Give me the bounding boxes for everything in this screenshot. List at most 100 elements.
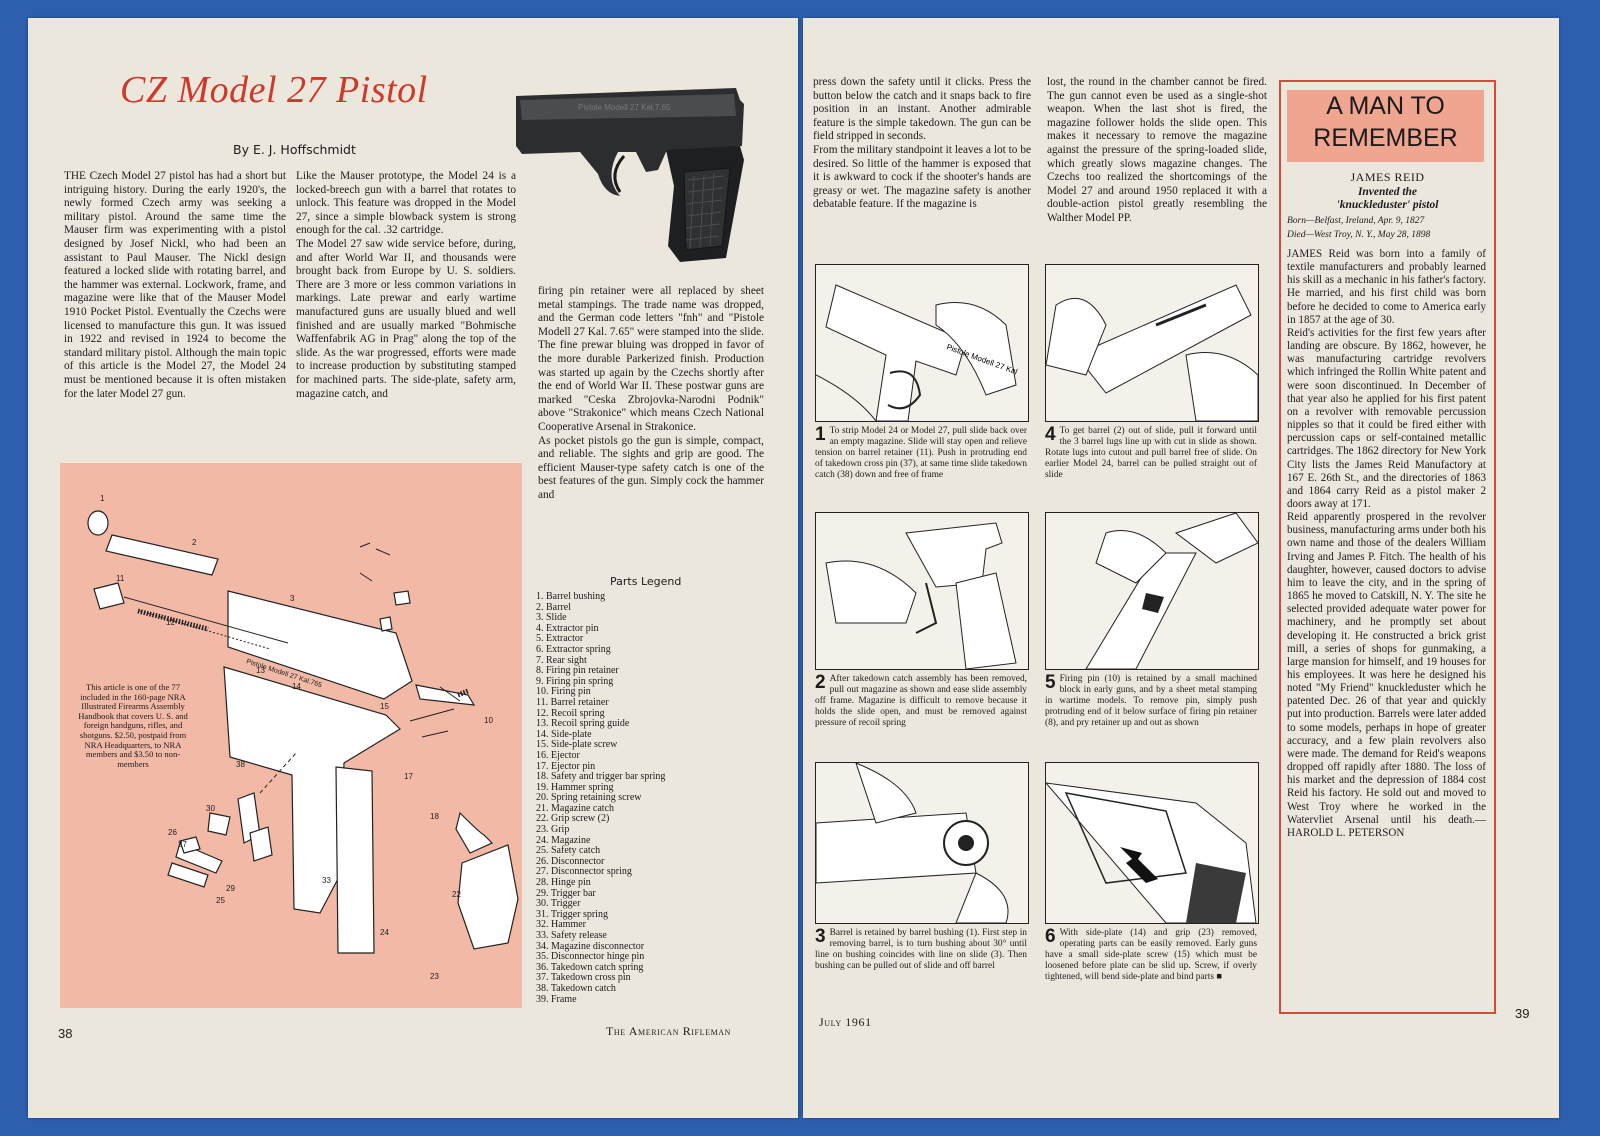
svg-text:26: 26 [168, 828, 177, 837]
sidebar-born: Born—Belfast, Ireland, Apr. 9, 1827 [1287, 216, 1425, 226]
svg-text:2: 2 [192, 538, 197, 547]
text-column-1: THE Czech Model 27 pistol has had a shor… [64, 170, 286, 400]
legend-item: 18. Safety and trigger bar spring [536, 771, 666, 783]
svg-text:38: 38 [236, 760, 245, 769]
step-text: After takedown catch assembly has been r… [815, 674, 1027, 729]
legend-item: 1. Barrel bushing [536, 591, 606, 602]
legend-item: 37. Takedown cross pin [536, 972, 631, 984]
issue-date: July 1961 [819, 1015, 872, 1029]
text-column-4: press down the safety until it clicks. P… [813, 76, 1031, 211]
legend-item: 22. Grip screw (2) [536, 813, 610, 825]
svg-text:24: 24 [380, 928, 389, 937]
legend-item: 15. Side-plate screw [536, 739, 618, 751]
text-column-3: firing pin retainer were all replaced by… [538, 285, 764, 501]
step-number: 3 [815, 926, 826, 947]
svg-text:27: 27 [178, 840, 187, 849]
step-number: 1 [815, 424, 826, 445]
step-4-photo [1045, 264, 1259, 422]
svg-text:11: 11 [116, 574, 125, 583]
step-number: 4 [1045, 424, 1056, 445]
legend-item: 34. Magazine disconnector [536, 940, 645, 952]
svg-text:14: 14 [292, 682, 301, 691]
page-number-right: 39 [1515, 1006, 1530, 1021]
legend-item: 32. Hammer [536, 919, 586, 931]
step-5-photo [1045, 512, 1259, 670]
svg-text:12: 12 [166, 618, 175, 627]
svg-text:22: 22 [452, 890, 461, 899]
svg-text:13: 13 [256, 666, 265, 675]
step-text: Firing pin (10) is retained by a small m… [1045, 674, 1257, 729]
a-man-to-remember-sidebar: A MAN TO REMEMBER JAMES REID Invented th… [1279, 80, 1496, 1014]
step-text: With side-plate (14) and grip (23) remov… [1045, 928, 1257, 983]
legend-item: 3. Slide [536, 612, 567, 624]
legend-item: 10. Firing pin [536, 686, 591, 698]
svg-text:1: 1 [100, 494, 105, 503]
step-text: Barrel is retained by barrel bushing (1)… [815, 928, 1027, 972]
step-1-photo: Pistole Modell 27 Kal [815, 264, 1029, 422]
svg-text:33: 33 [322, 876, 331, 885]
legend-item: 25. Safety catch [536, 845, 601, 857]
step-3-photo [815, 762, 1029, 924]
legend-item: 39. Frame [536, 993, 577, 1005]
handbook-note: This article is one of the 77 included i… [78, 682, 188, 769]
step-text: To strip Model 24 or Model 27, pull slid… [815, 426, 1027, 481]
legend-item: 8. Firing pin retainer [536, 665, 619, 677]
legend-item: 27. Disconnector spring [536, 866, 632, 878]
sidebar-body: JAMES Reid was born into a family of tex… [1287, 248, 1486, 839]
byline: By E. J. Hoffschmidt [233, 142, 356, 157]
legend-item: 13. Recoil spring guide [536, 718, 630, 730]
legend-item: 12. Recoil spring [536, 707, 605, 719]
legend-item: 31. Trigger spring [536, 908, 608, 920]
legend-item: 21. Magazine catch [536, 802, 615, 814]
legend-item: 38. Takedown catch [536, 982, 616, 994]
legend-item: 28. Hinge pin [536, 877, 591, 889]
legend-item: 6. Extractor spring [536, 643, 611, 655]
legend-item: 5. Extractor [536, 633, 584, 645]
step-text: To get barrel (2) out of slide, pull it … [1045, 426, 1257, 481]
gun-marking: Pistole Modell 27 Kal.7.65 [578, 103, 671, 112]
svg-text:29: 29 [226, 884, 235, 893]
svg-text:30: 30 [206, 804, 215, 813]
legend-item: 23. Grip [536, 824, 570, 836]
svg-text:23: 23 [430, 972, 439, 981]
article-title: CZ Model 27 Pistol [120, 69, 428, 111]
legend-item: 35. Disconnector hinge pin [536, 951, 645, 963]
legend-item: 7. Rear sight [536, 654, 587, 666]
step-2-photo [815, 512, 1029, 670]
left-page: CZ Model 27 Pistol By E. J. Hoffschmidt … [28, 18, 798, 1118]
svg-text:3: 3 [290, 594, 295, 603]
page-number-left: 38 [58, 1026, 73, 1041]
svg-text:15: 15 [380, 702, 389, 711]
legend-item: 2. Barrel [536, 601, 571, 613]
svg-text:18: 18 [430, 812, 439, 821]
legend-item: 33. Safety release [536, 930, 607, 941]
legend-item: 24. Magazine [536, 834, 591, 846]
step-number: 6 [1045, 926, 1056, 947]
legend-item: 17. Ejector pin [536, 760, 596, 772]
legend-item: 30. Trigger [536, 898, 581, 910]
sidebar-died: Died—West Troy, N. Y., May 28, 1898 [1287, 230, 1431, 240]
sidebar-name: JAMES REID [1350, 170, 1425, 184]
pistol-photo: Pistole Modell 27 Kal.7.65 [508, 76, 768, 264]
magazine-footer: The American Rifleman [606, 1024, 732, 1038]
step-number: 5 [1045, 672, 1056, 693]
legend-item: 14. Side-plate [536, 728, 592, 740]
legend-item: 29. Trigger bar [536, 887, 596, 899]
legend-item: 26. Disconnector [536, 855, 605, 867]
sidebar-subtitle: Invented the 'knuckleduster' pistol [1336, 186, 1439, 211]
parts-legend-title: Parts Legend [610, 575, 682, 588]
right-page: press down the safety until it clicks. P… [803, 18, 1559, 1118]
legend-item: 19. Hammer spring [536, 781, 614, 793]
legend-item: 9. Firing pin spring [536, 675, 614, 687]
legend-item: 4. Extractor pin [536, 622, 599, 634]
step-6-photo [1045, 762, 1259, 924]
sidebar-heading: A MAN TO REMEMBER [1287, 90, 1484, 162]
